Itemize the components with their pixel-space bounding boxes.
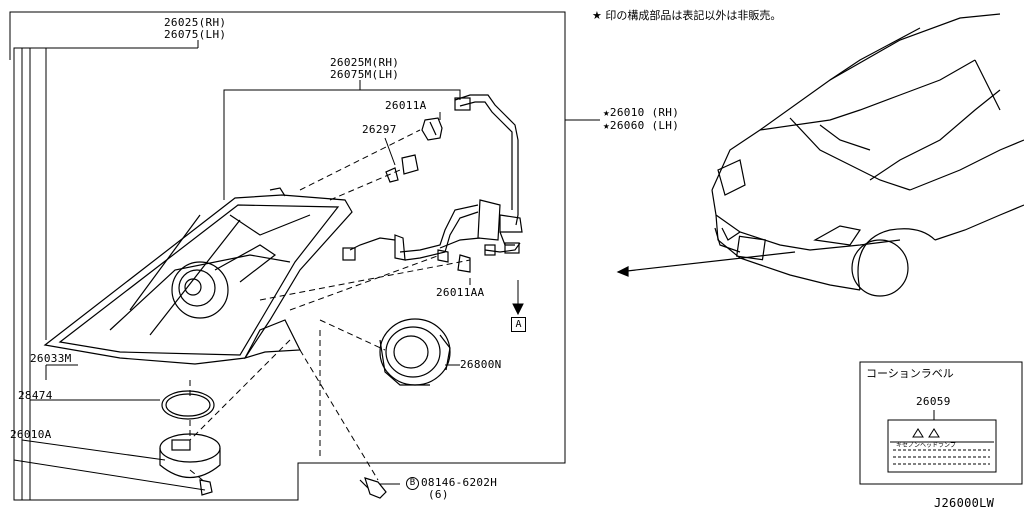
part-28474[interactable]: 28474 [18,389,53,402]
part-bolt-code[interactable]: 08146-6202H [421,476,498,489]
seal-ring [161,390,215,420]
part-26010a[interactable]: 26010A [10,428,52,441]
assembly-bracket [9,11,600,501]
part-26025-rh[interactable]: 26025(RH) [164,16,227,29]
screw [359,477,387,499]
caution-label-text: キセノンヘッドランプ [896,442,956,449]
note-text: ★ 印の構成部品は表記以外は非販売。 [592,9,782,22]
vehicle-outline [616,13,1024,297]
wiring-harness [342,94,523,273]
dashed-assembly-lines [189,129,471,483]
part-26075-lh[interactable]: 26075(LH) [164,28,227,41]
part-26075m-lh[interactable]: 26075M(LH) [330,68,400,81]
part-bolt-qty: (6) [428,488,449,501]
part-26800n[interactable]: 26800N [460,358,502,371]
ref-arrow [512,280,524,316]
part-26059[interactable]: 26059 [916,395,951,408]
part-26011a[interactable]: 26011A [385,99,427,112]
socket-cap [159,433,221,496]
part-26010-rh[interactable]: ★26010 (RH) [603,106,680,119]
bulb-sockets [385,117,443,183]
leader-lines [13,80,471,491]
part-26025m-rh[interactable]: 26025M(RH) [330,56,400,69]
part-26033m[interactable]: 26033M [30,352,72,365]
projector-lens [379,318,451,386]
ref-marker-a[interactable]: A [511,317,526,332]
caution-label-box [859,361,1023,485]
part-26297[interactable]: 26297 [362,123,397,136]
bolt-prefix-badge: B [406,477,419,490]
diagram-id: J26000LW [934,496,995,510]
caution-label-title: コーションラベル [866,367,954,380]
headlamp-housing [43,187,353,365]
part-26060-lh[interactable]: ★26060 (LH) [603,119,680,132]
part-26011aa[interactable]: 26011AA [436,286,485,299]
